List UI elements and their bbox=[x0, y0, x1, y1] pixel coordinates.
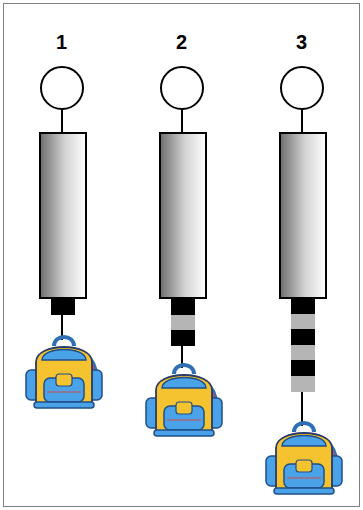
spring-scale bbox=[266, 67, 342, 494]
callout-number: 1 bbox=[56, 30, 67, 54]
spring-scale bbox=[146, 67, 222, 436]
callout-number: 3 bbox=[296, 30, 307, 54]
spring-scale bbox=[26, 67, 102, 408]
callout-number: 2 bbox=[176, 30, 187, 54]
